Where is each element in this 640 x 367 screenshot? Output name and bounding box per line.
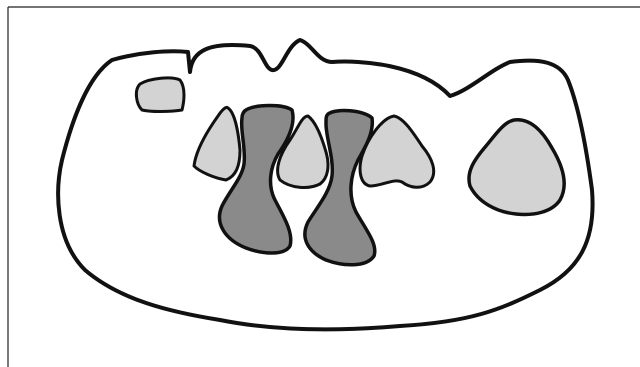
small-block-shape	[136, 78, 184, 112]
